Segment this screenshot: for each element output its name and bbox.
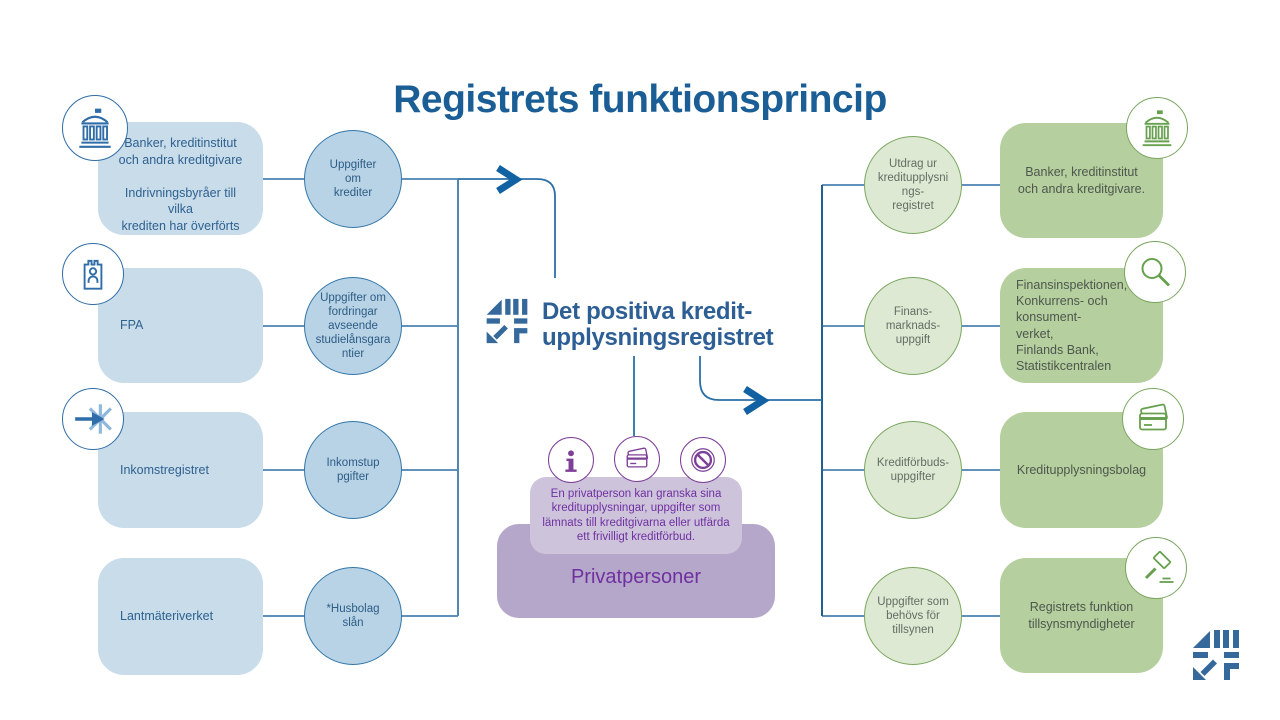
flow-circle-student-loans-label: Uppgifter om fordringar avseende studiel… <box>315 291 391 361</box>
prohibition-badge <box>680 437 726 483</box>
source-box-income-register: Inkomstregistret <box>98 412 263 528</box>
magnifier-icon <box>1135 252 1175 292</box>
recipient-box-banks-label: Banker, kreditinstitut och andra kreditg… <box>1017 165 1146 196</box>
flow-circle-financial-market: Finans- marknads- uppgift <box>864 277 962 375</box>
flow-circle-credit-ban-label: Kreditförbuds- uppgifter <box>876 456 950 483</box>
flow-circle-housing-loans-label: *Husbolag slån <box>326 602 380 629</box>
source-box-banks: Banker, kreditinstitut och andra kreditg… <box>98 122 263 235</box>
source-box-banks-label: Banker, kreditinstitut och andra kreditg… <box>118 136 243 233</box>
private-note-box: En privatperson kan granska sina kreditu… <box>530 477 742 554</box>
bank-badge <box>62 95 128 161</box>
source-box-land-survey: Lantmäteriverket <box>98 558 263 675</box>
income-register-icon <box>72 398 114 440</box>
private-persons-label: Privatpersoner <box>570 566 702 588</box>
bank-badge-green <box>1126 97 1188 159</box>
prohibition-icon <box>686 443 720 477</box>
source-box-income-register-label: Inkomstregistret <box>120 462 209 477</box>
flow-circle-register-extract: Utdrag ur kreditupplysni ngs- registret <box>864 136 962 234</box>
flow-circle-income-data-label: Inkomstup pgifter <box>326 456 380 483</box>
recipient-box-credit-bureaus-label: Kreditupplysningsbolag <box>1016 462 1147 477</box>
gavel-badge <box>1125 537 1187 599</box>
flow-circle-housing-loans: *Husbolag slån <box>304 567 402 665</box>
credit-cards-badge <box>614 436 660 482</box>
fpa-badge <box>62 243 124 305</box>
arrow-right-icon <box>743 386 770 415</box>
register-logomark-icon <box>484 296 530 351</box>
flow-circle-student-loans: Uppgifter om fordringar avseende studiel… <box>304 277 402 375</box>
flow-circle-credits-label: Uppgifter om krediter <box>329 158 377 199</box>
flow-circle-credit-ban: Kreditförbuds- uppgifter <box>864 421 962 519</box>
flow-circle-credits: Uppgifter om krediter <box>304 130 402 228</box>
flow-circle-supervision: Uppgifter som behövs för tillsynen <box>864 567 962 665</box>
flow-circle-income-data: Inkomstup pgifter <box>304 421 402 519</box>
source-box-land-survey-label: Lantmäteriverket <box>120 609 214 624</box>
flow-circle-supervision-label: Uppgifter som behövs för tillsynen <box>877 595 949 636</box>
source-box-fpa: FPA <box>98 268 263 383</box>
bank-icon <box>72 105 118 151</box>
source-box-fpa-label: FPA <box>120 318 144 333</box>
credit-cards-icon <box>1133 399 1173 439</box>
info-badge <box>548 437 594 483</box>
recipient-box-supervisors-label: Registrets funktion tillsynsmyndigheter <box>1028 600 1135 631</box>
page-title: Registrets funktionsprincip <box>393 78 887 121</box>
recipient-box-credit-bureaus: Kreditupplysningsbolag <box>1000 412 1163 528</box>
castle-tower-icon <box>72 253 114 295</box>
footer-logomark-icon <box>1190 626 1242 689</box>
info-icon <box>557 446 585 474</box>
flow-circle-register-extract-label: Utdrag ur kreditupplysni ngs- registret <box>877 157 949 213</box>
magnifier-badge <box>1124 241 1186 303</box>
income-register-badge <box>62 388 124 450</box>
credit-cards-icon <box>622 444 652 474</box>
recipient-box-authorities-label: Finansinspektionen, Konkurrens- och kons… <box>1016 277 1128 373</box>
bank-icon <box>1136 107 1178 149</box>
credit-cards-badge-green <box>1122 388 1184 450</box>
gavel-icon <box>1136 548 1176 588</box>
flow-circle-financial-market-label: Finans- marknads- uppgift <box>885 305 941 346</box>
arrow-right-icon <box>496 165 523 194</box>
register-title: Det positiva kredit- upplysningsregistre… <box>542 298 774 351</box>
